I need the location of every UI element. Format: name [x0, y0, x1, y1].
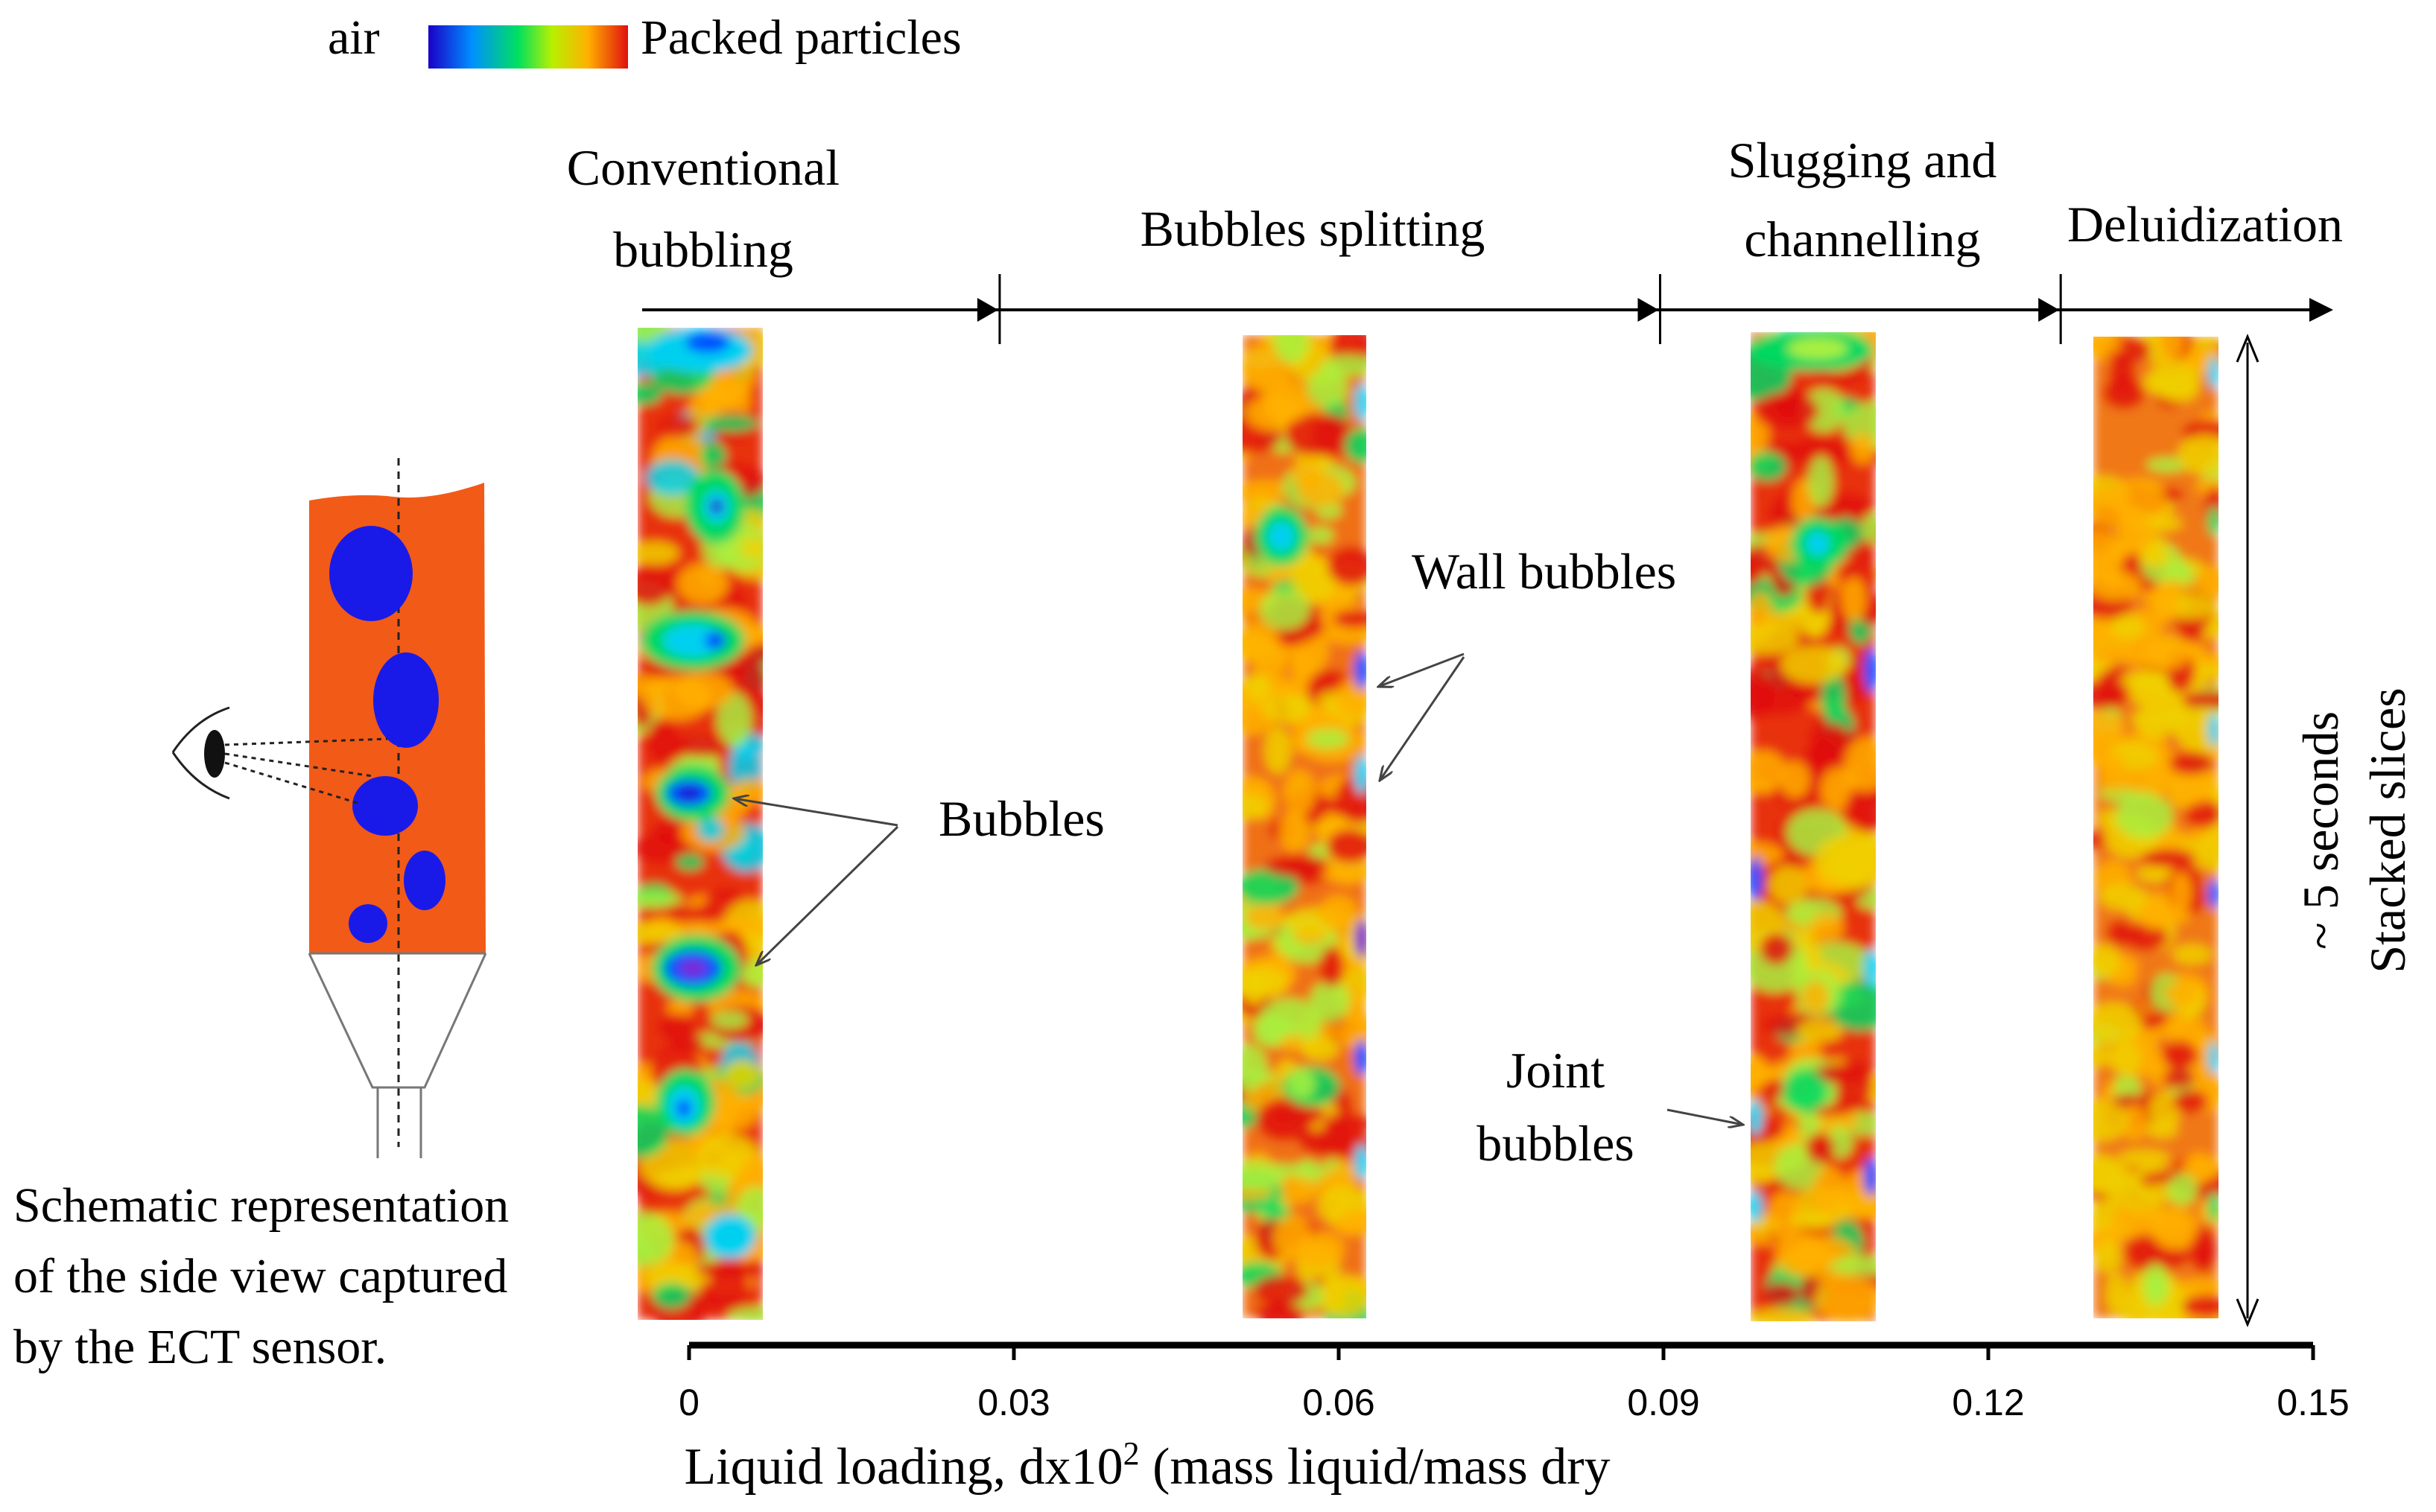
annotation-wall-bubbles: Wall bubbles [1412, 543, 1676, 600]
regime-3-line1: Slugging and [1728, 132, 1997, 188]
x-axis-tick-label: 0 [679, 1382, 700, 1423]
ect-column-bubbles-splitting [1243, 335, 1366, 1318]
x-axis: 0 0.03 0.06 0.09 0.12 0.15 Liquid loading, dx… [679, 1341, 2350, 1496]
regime-boundary-arrowhead [977, 298, 998, 322]
x-axis-label: Liquid loading, dx102 (mass liquid/mass … [684, 1435, 1610, 1496]
x-axis-tick-label: 0.09 [1627, 1382, 1699, 1423]
annotations: Bubbles Wall bubbles Joint bubbles [734, 543, 1743, 1172]
regime-timeline [642, 274, 2333, 344]
wall-bubbles-arrow-1 [1378, 652, 1465, 687]
regime-boundary-arrowhead [2038, 298, 2060, 322]
bed-schematic [308, 458, 487, 1158]
regime-boundary-arrowhead [1637, 298, 1659, 322]
bubbles-arrow-1 [734, 798, 898, 827]
time-span-label-2: Stacked slices [2359, 687, 2416, 973]
x-axis-tick-label: 0.12 [1952, 1382, 2024, 1423]
wall-bubbles-arrow-2 [1380, 656, 1465, 781]
ect-column-defluidization [2093, 337, 2218, 1318]
color-legend: air Packed particles [328, 10, 962, 69]
annotation-joint-line1: Joint [1506, 1042, 1605, 1099]
annotation-joint-line2: bubbles [1476, 1115, 1634, 1172]
bed-bubble-3 [352, 776, 418, 836]
bed-bubble-5 [349, 904, 387, 943]
legend-air-label: air [328, 10, 380, 65]
ect-column-conventional-bubbling [638, 328, 763, 1320]
x-axis-tick-label: 0.15 [2277, 1382, 2349, 1423]
caption-line-1: Schematic representation [13, 1178, 509, 1233]
regime-1-line1: Conventional [567, 139, 840, 196]
bed-inlet-pipe [376, 1087, 422, 1158]
regime-2-line1: Bubbles splitting [1141, 200, 1485, 257]
x-axis-tick-label: 0.03 [977, 1382, 1050, 1423]
legend-color-gradient [428, 25, 628, 69]
bed-bubble-2 [373, 652, 439, 748]
regime-4-line1: Deluidization [2067, 196, 2343, 252]
regime-1-line2: bubbling [613, 221, 793, 278]
ect-column-slugging [1751, 332, 1876, 1321]
ect-columns [638, 328, 2218, 1321]
regime-labels: Conventional bubbling Bubbles splitting … [567, 132, 2343, 278]
schematic-caption: Schematic representation of the side vie… [13, 1178, 509, 1374]
caption-line-2: of the side view captured [13, 1249, 507, 1303]
legend-packed-label: Packed particles [641, 10, 962, 65]
annotation-bubbles: Bubbles [939, 790, 1105, 847]
time-span-indicator: ~ 5 seconds Stacked slices [2236, 334, 2416, 1327]
timeline-arrowhead [2309, 298, 2333, 322]
time-span-label-1: ~ 5 seconds [2292, 711, 2349, 950]
caption-line-3: by the ECT sensor. [13, 1320, 387, 1374]
bed-bubble-4 [404, 851, 445, 910]
joint-bubbles-arrow [1666, 1108, 1743, 1125]
eye-icon [171, 706, 388, 804]
x-axis-tick-label: 0.06 [1302, 1382, 1374, 1423]
bed-bubble-1 [329, 526, 413, 621]
bubbles-arrow-2 [756, 825, 899, 965]
regime-3-line2: channelling [1744, 211, 1980, 267]
